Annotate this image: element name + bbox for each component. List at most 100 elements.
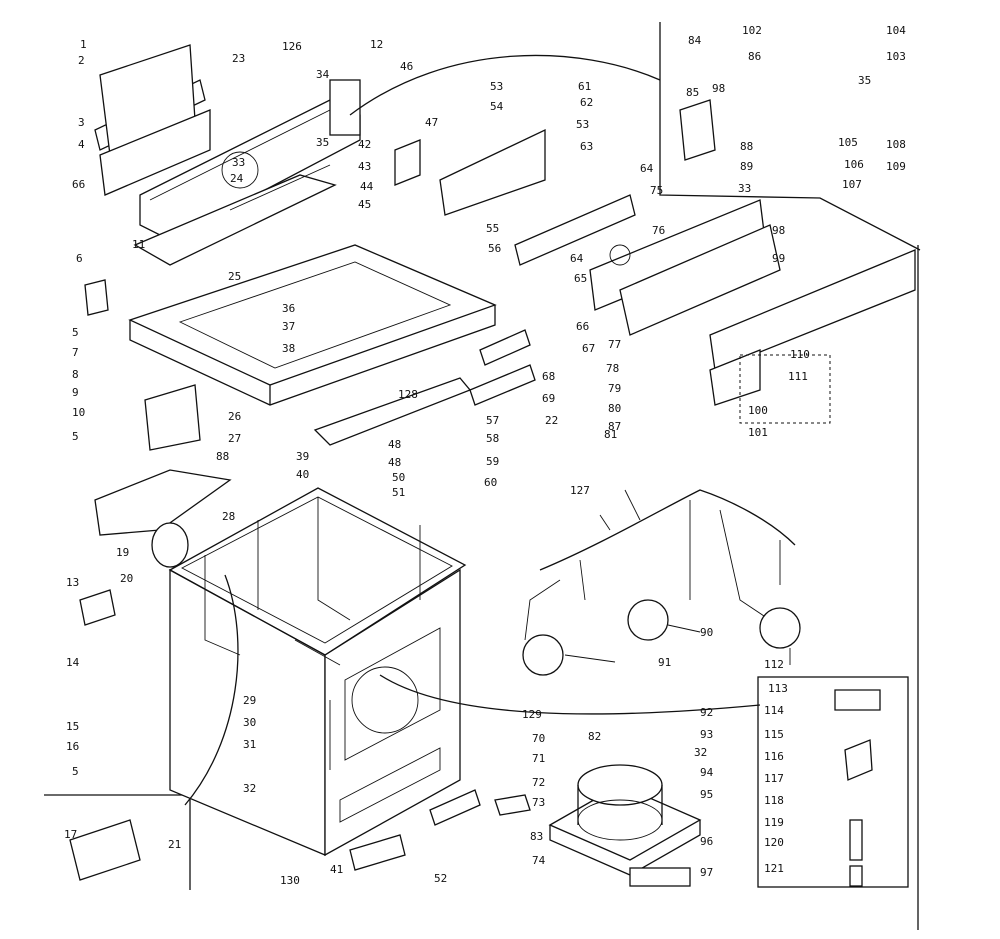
- callout-98: 98: [712, 82, 725, 95]
- callout-15: 15: [66, 720, 79, 733]
- callout-40: 40: [296, 468, 309, 481]
- callout-79: 79: [608, 382, 621, 395]
- part-callouts: 1234665556789101112131415161719202122232…: [64, 24, 906, 887]
- callout-30: 30: [243, 716, 256, 729]
- callout-55: 55: [486, 222, 499, 235]
- callout-120: 120: [764, 836, 784, 849]
- callout-58: 58: [486, 432, 499, 445]
- callout-64: 64: [570, 252, 584, 265]
- callout-112: 112: [764, 658, 784, 671]
- callout-103: 103: [886, 50, 906, 63]
- callout-93: 93: [700, 728, 713, 741]
- callout-31: 31: [243, 738, 256, 751]
- callout-63: 63: [580, 140, 593, 153]
- callout-86: 86: [748, 50, 761, 63]
- pump-assembly: [494, 764, 702, 887]
- callout-85: 85: [686, 86, 699, 99]
- callout-84: 84: [688, 34, 702, 47]
- callout-87: 87: [608, 420, 621, 433]
- callout-104: 104: [886, 24, 906, 37]
- callout-126: 126: [282, 40, 302, 53]
- callout-91: 91: [658, 656, 671, 669]
- callout-57: 57: [486, 414, 499, 427]
- callout-32: 32: [694, 746, 707, 759]
- wiring-harness: [522, 489, 801, 676]
- callout-70: 70: [532, 732, 545, 745]
- callout-41: 41: [330, 863, 343, 876]
- callout-32: 32: [243, 782, 256, 795]
- callout-22: 22: [545, 414, 558, 427]
- callout-72: 72: [532, 776, 545, 789]
- callout-99: 99: [772, 252, 785, 265]
- callout-75: 75: [650, 184, 663, 197]
- callout-111: 111: [788, 370, 808, 383]
- callout-114: 114: [764, 704, 784, 717]
- callout-45: 45: [358, 198, 371, 211]
- callout-66: 66: [72, 178, 85, 191]
- connector-curve-left: [184, 574, 239, 806]
- callout-38: 38: [282, 342, 295, 355]
- callout-9: 9: [72, 386, 79, 399]
- callout-95: 95: [700, 788, 713, 801]
- callout-76: 76: [652, 224, 665, 237]
- callout-105: 105: [838, 136, 858, 149]
- console-panel: [94, 44, 361, 266]
- callout-36: 36: [282, 302, 295, 315]
- callout-44: 44: [360, 180, 374, 193]
- callout-102: 102: [742, 24, 762, 37]
- callout-37: 37: [282, 320, 295, 333]
- misc-parts: [69, 99, 881, 887]
- callout-65: 65: [574, 272, 587, 285]
- connector-curve-top: [349, 54, 661, 116]
- inset-frame-top-right: [659, 22, 921, 251]
- callout-66: 66: [576, 320, 589, 333]
- callout-127: 127: [570, 484, 590, 497]
- callout-16: 16: [66, 740, 79, 753]
- callout-118: 118: [764, 794, 784, 807]
- callout-33: 33: [738, 182, 751, 195]
- callout-42: 42: [358, 138, 371, 151]
- callout-56: 56: [488, 242, 501, 255]
- callout-17: 17: [64, 828, 77, 841]
- callout-129: 129: [522, 708, 542, 721]
- callout-98: 98: [772, 224, 785, 237]
- callout-128: 128: [398, 388, 418, 401]
- callout-39: 39: [296, 450, 309, 463]
- callout-61: 61: [578, 80, 591, 93]
- callout-71: 71: [532, 752, 545, 765]
- callout-4: 4: [78, 138, 85, 151]
- callout-52: 52: [434, 872, 447, 885]
- callout-5: 5: [72, 765, 79, 778]
- callout-35: 35: [316, 136, 329, 149]
- callout-74: 74: [532, 854, 546, 867]
- cabinet: [168, 487, 467, 857]
- control-panel: [394, 128, 916, 424]
- callout-110: 110: [790, 348, 810, 361]
- callout-34: 34: [316, 68, 330, 81]
- callout-81: 81: [604, 428, 617, 441]
- callout-92: 92: [700, 706, 713, 719]
- callout-5: 5: [72, 326, 79, 339]
- callout-97: 97: [700, 866, 713, 879]
- callout-64: 64: [640, 162, 654, 175]
- callout-90: 90: [700, 626, 713, 639]
- callout-23: 23: [232, 52, 245, 65]
- callout-117: 117: [764, 772, 784, 785]
- callout-107: 107: [842, 178, 862, 191]
- callout-108: 108: [886, 138, 906, 151]
- callout-89: 89: [740, 160, 753, 173]
- callout-94: 94: [700, 766, 714, 779]
- callout-119: 119: [764, 816, 784, 829]
- callout-60: 60: [484, 476, 497, 489]
- callout-20: 20: [120, 572, 133, 585]
- callout-28: 28: [222, 510, 235, 523]
- callout-100: 100: [748, 404, 768, 417]
- callout-130: 130: [280, 874, 300, 887]
- callout-68: 68: [542, 370, 555, 383]
- callout-19: 19: [116, 546, 129, 559]
- callout-59: 59: [486, 455, 499, 468]
- callout-109: 109: [886, 160, 906, 173]
- callout-11: 11: [132, 238, 145, 251]
